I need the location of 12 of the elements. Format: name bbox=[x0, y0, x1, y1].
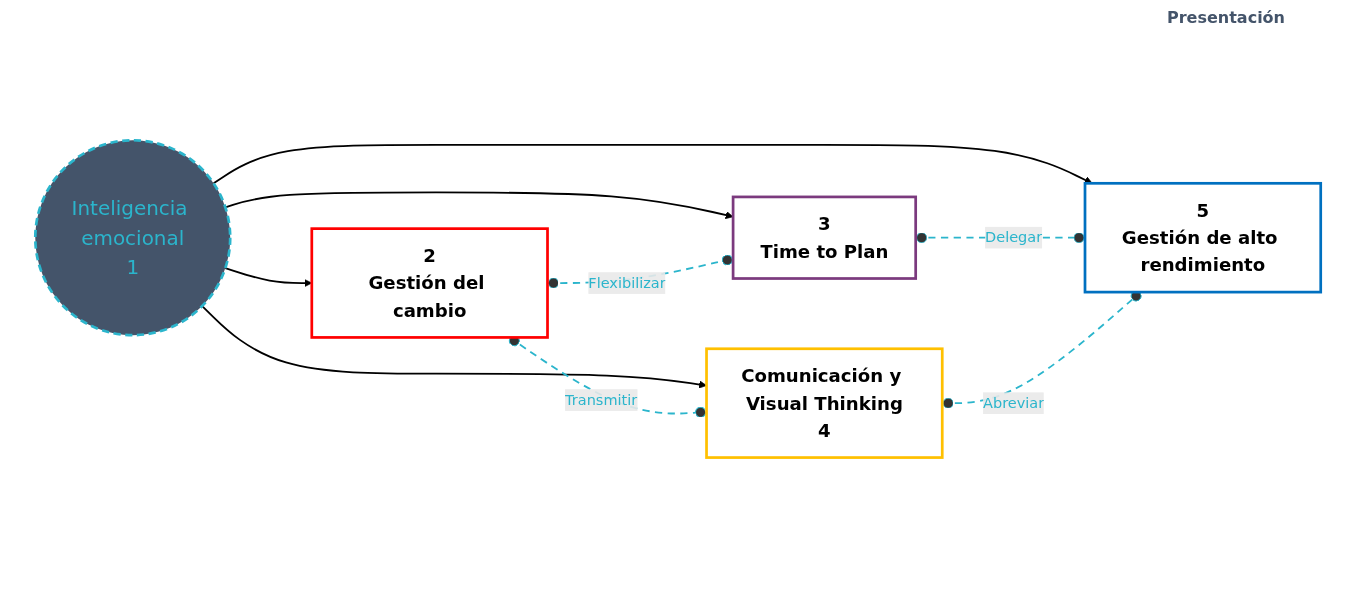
node-circle: Inteligencia emocional 1 bbox=[33, 138, 232, 337]
edge-label: Abreviar bbox=[982, 393, 1044, 411]
node-box: 5 Gestión de alto rendimiento bbox=[1083, 181, 1322, 294]
note-text: Presentación bbox=[1166, 8, 1285, 27]
edge-label: Transmitir bbox=[564, 390, 637, 408]
arrow bbox=[200, 304, 707, 389]
node-box: 3 Time to Plan bbox=[731, 195, 917, 280]
node-box: Comunicación y Visual Thinking 4 bbox=[704, 347, 944, 459]
edge-label: Flexibilizar bbox=[587, 273, 666, 291]
arrow bbox=[212, 143, 1092, 184]
edge-label: Delegar bbox=[984, 228, 1042, 246]
node-box: 2 Gestión del cambio bbox=[309, 226, 549, 339]
